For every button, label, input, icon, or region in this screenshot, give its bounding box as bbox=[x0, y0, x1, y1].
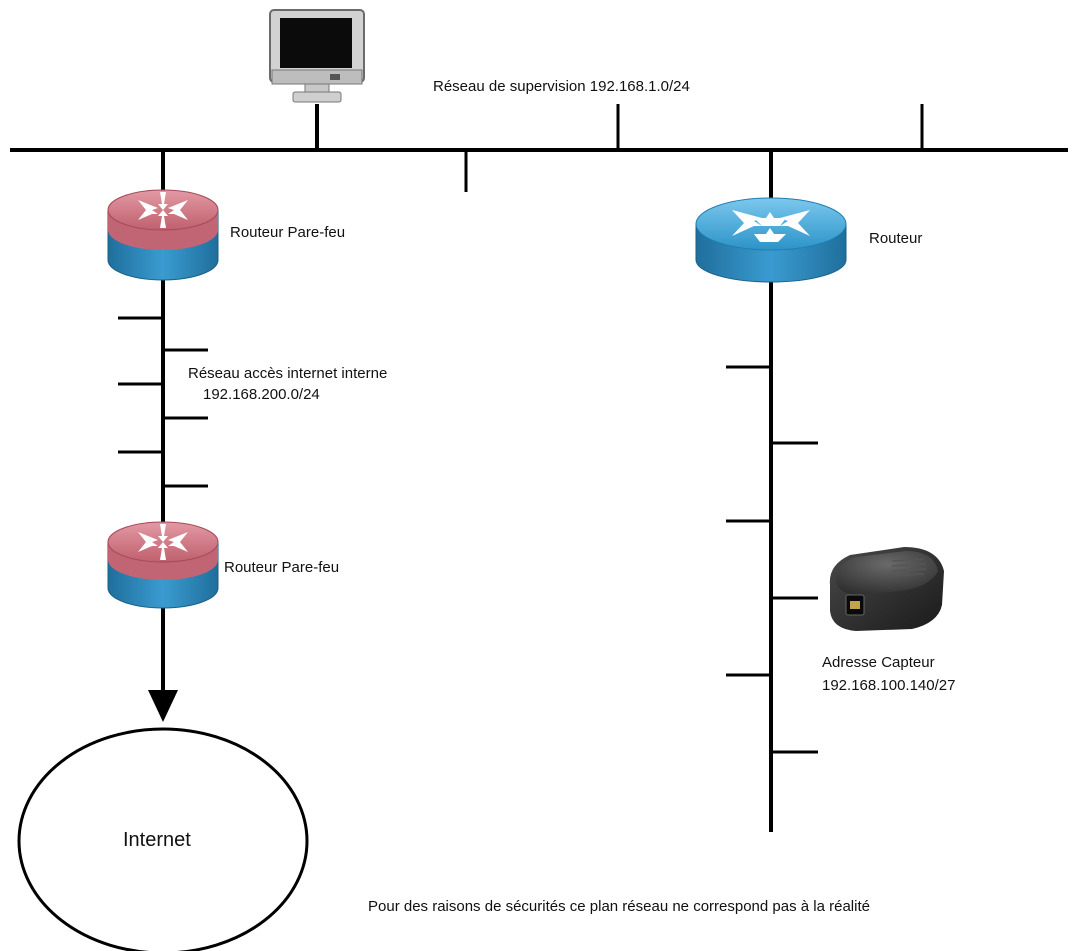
computer-monitor-icon bbox=[269, 9, 365, 103]
internal-network-name-label: Réseau accès internet interne bbox=[188, 365, 388, 382]
firewall-router-top-label: Routeur Pare-feu bbox=[230, 224, 346, 241]
supervision-network-label: Réseau de supervision 192.168.1.0/24 bbox=[433, 78, 690, 95]
internet-cloud bbox=[17, 727, 309, 951]
sensor-name-label: Adresse Capteur bbox=[822, 654, 935, 671]
firewall-router-bottom-label: Routeur Pare-feu bbox=[224, 559, 340, 576]
internet-arrow-head bbox=[148, 690, 178, 722]
disclaimer-text: Pour des raisons de sécurités ce plan ré… bbox=[368, 898, 870, 915]
sensor-addr-label: 192.168.100.140/27 bbox=[822, 677, 956, 694]
firewall-router-icon bbox=[107, 521, 219, 609]
router-icon bbox=[695, 197, 847, 283]
internet-label: Internet bbox=[123, 829, 191, 851]
sensor-device-icon bbox=[829, 547, 944, 631]
firewall-router-icon bbox=[107, 189, 219, 281]
router-right-label: Routeur bbox=[869, 230, 923, 247]
internal-network-addr-label: 192.168.200.0/24 bbox=[203, 386, 320, 403]
